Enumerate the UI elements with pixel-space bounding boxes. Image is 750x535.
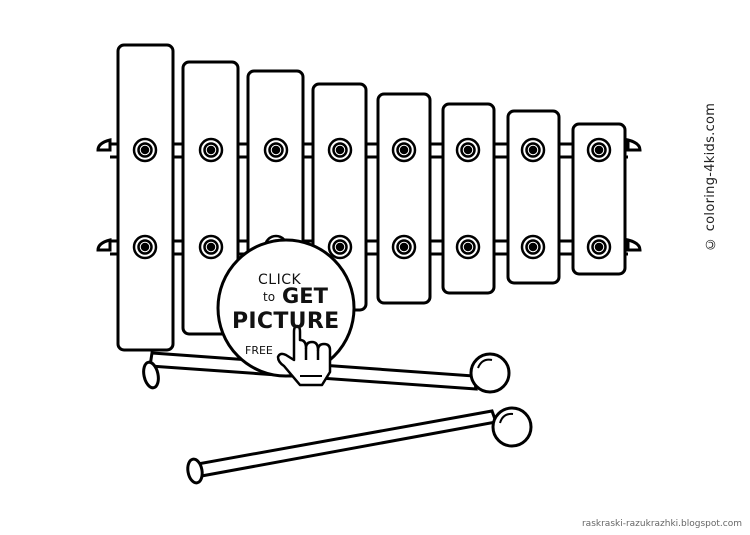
xylophone-bar-8 — [571, 122, 627, 276]
badge-get-text[interactable]: GET — [282, 284, 328, 308]
click-badge — [216, 238, 356, 378]
hand-pointer-icon — [276, 324, 332, 387]
xylophone-bar-7 — [506, 109, 561, 285]
mallet-2 — [186, 406, 533, 485]
right-bottom-peg — [626, 238, 642, 252]
right-top-peg — [626, 138, 642, 152]
badge-click-text[interactable]: CLICK — [258, 272, 302, 288]
xylophone-bar-1 — [116, 43, 175, 352]
badge-free-text[interactable]: FREE — [245, 344, 273, 357]
xylophone-bar-5 — [376, 92, 432, 305]
left-top-peg — [96, 138, 112, 152]
vertical-watermark: © coloring-4kids.com — [703, 102, 718, 252]
xylophone-bar-6 — [441, 102, 496, 295]
left-bottom-peg — [96, 238, 112, 252]
xylophone-bar-2 — [181, 60, 240, 336]
badge-to-text[interactable]: to — [263, 290, 276, 304]
bottom-watermark: raskraski-razukrazhki.blogspot.com — [581, 519, 742, 529]
badge-picture-text[interactable]: PICTURE — [232, 309, 340, 334]
